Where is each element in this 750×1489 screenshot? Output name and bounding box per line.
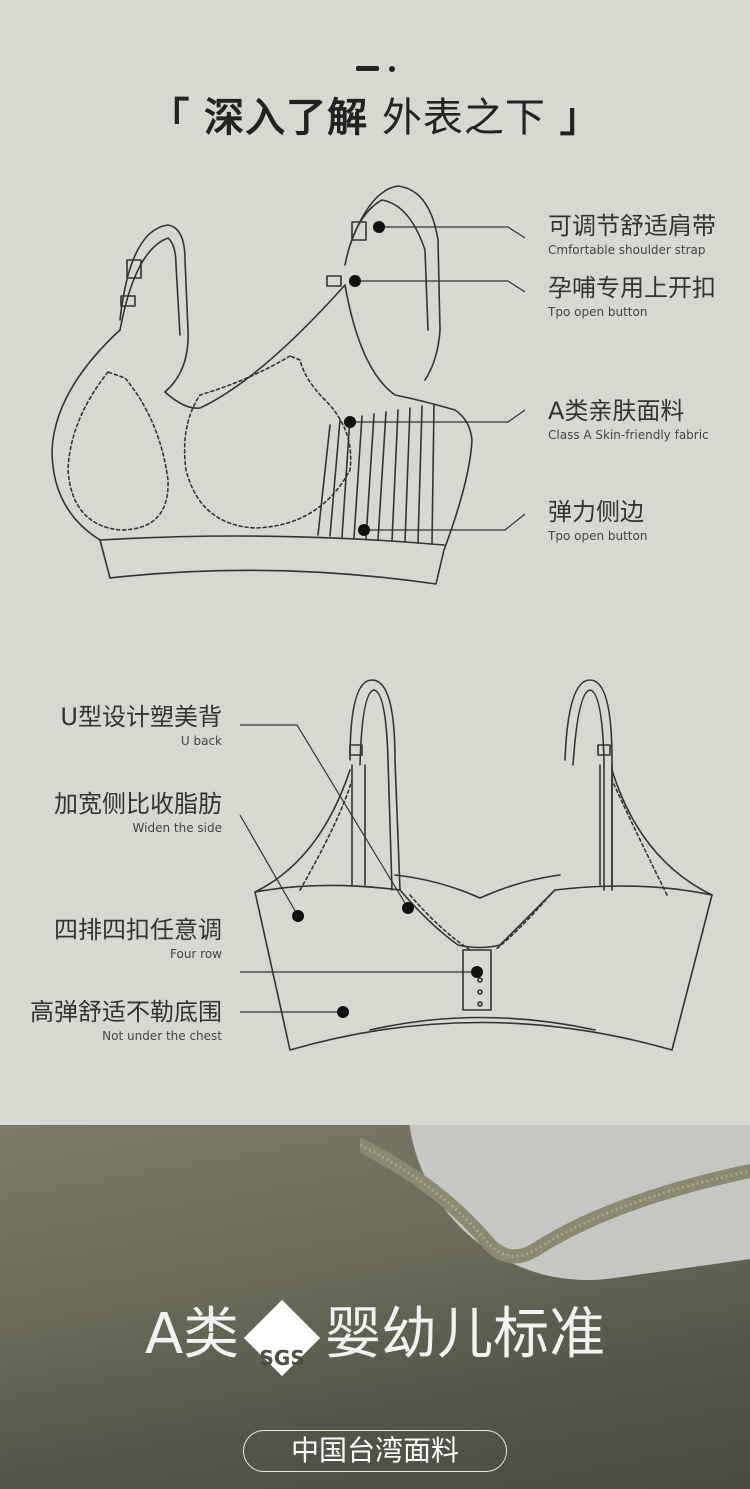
- front-view-drawing: [51, 185, 473, 585]
- label-en: Four row: [170, 947, 222, 961]
- label-en: Not under the chest: [102, 1029, 222, 1043]
- title-light: 外表之下: [381, 95, 546, 141]
- label-open-button: 孕哺专用上开扣 Tpo open button: [548, 274, 716, 320]
- fabric-trim-edge: [360, 1138, 750, 1264]
- banner-title: A类 SGS 婴幼儿标准: [0, 1299, 750, 1377]
- banner-subtitle: 中国台湾面料: [290, 1434, 459, 1467]
- banner-left-text: A类: [144, 1302, 240, 1367]
- sgs-badge-text: SGS: [259, 1345, 305, 1370]
- back-view-drawing: [254, 679, 713, 1051]
- label-skin-fabric: A类亲肤面料 Class A Skin-friendly fabric: [548, 397, 709, 443]
- label-elastic-side: 弹力侧边 Tpo open button: [548, 498, 647, 544]
- label-cn: 可调节舒适肩带: [548, 212, 716, 240]
- label-en: Tpo open button: [548, 529, 648, 543]
- label-cn: 四排四扣任意调: [54, 916, 222, 944]
- label-u-back: U型设计塑美背 U back: [0, 703, 222, 749]
- label-under-chest: 高弹舒适不勒底围 Not under the chest: [0, 998, 222, 1044]
- subtitle-pill: [243, 1430, 507, 1472]
- label-widen-side: 加宽侧比收脂肪 Widen the side: [0, 790, 222, 836]
- label-en: Widen the side: [132, 821, 222, 835]
- sgs-badge: SGS: [243, 1299, 321, 1377]
- label-en: Tpo open button: [548, 305, 648, 319]
- fabric-banner: A类 SGS 婴幼儿标准: [0, 1125, 750, 1489]
- label-en: Class A Skin-friendly fabric: [548, 428, 709, 442]
- label-cn: 孕哺专用上开扣: [548, 274, 716, 302]
- label-four-row: 四排四扣任意调 Four row: [0, 916, 222, 962]
- title-decoration-bar: [356, 66, 379, 71]
- label-cn: 加宽侧比收脂肪: [54, 790, 222, 818]
- callout-dots: [292, 221, 483, 1018]
- label-cn: 弹力侧边: [548, 498, 644, 526]
- title-decoration-dot: [389, 66, 395, 72]
- label-cn: A类亲肤面料: [548, 397, 685, 425]
- label-en: U back: [180, 734, 222, 748]
- label-shoulder-strap: 可调节舒适肩带 Cmfortable shoulder strap: [548, 212, 716, 258]
- title-bracket-open: 「: [149, 95, 191, 141]
- diagram-section: 「 深入了解 外表之下 」: [0, 66, 750, 1051]
- label-cn: 高弹舒适不勒底围: [30, 998, 222, 1026]
- title-strong: 深入了解: [204, 95, 369, 141]
- banner-right-text: 婴幼儿标准: [325, 1302, 606, 1367]
- bra-line-drawings: [51, 185, 713, 1051]
- callout-lines: [239, 226, 526, 1013]
- title-bracket-close: 」: [559, 95, 601, 141]
- section-title: 「 深入了解 外表之下 」: [0, 85, 750, 143]
- label-en: Cmfortable shoulder strap: [548, 243, 706, 257]
- label-cn: U型设计塑美背: [60, 703, 222, 731]
